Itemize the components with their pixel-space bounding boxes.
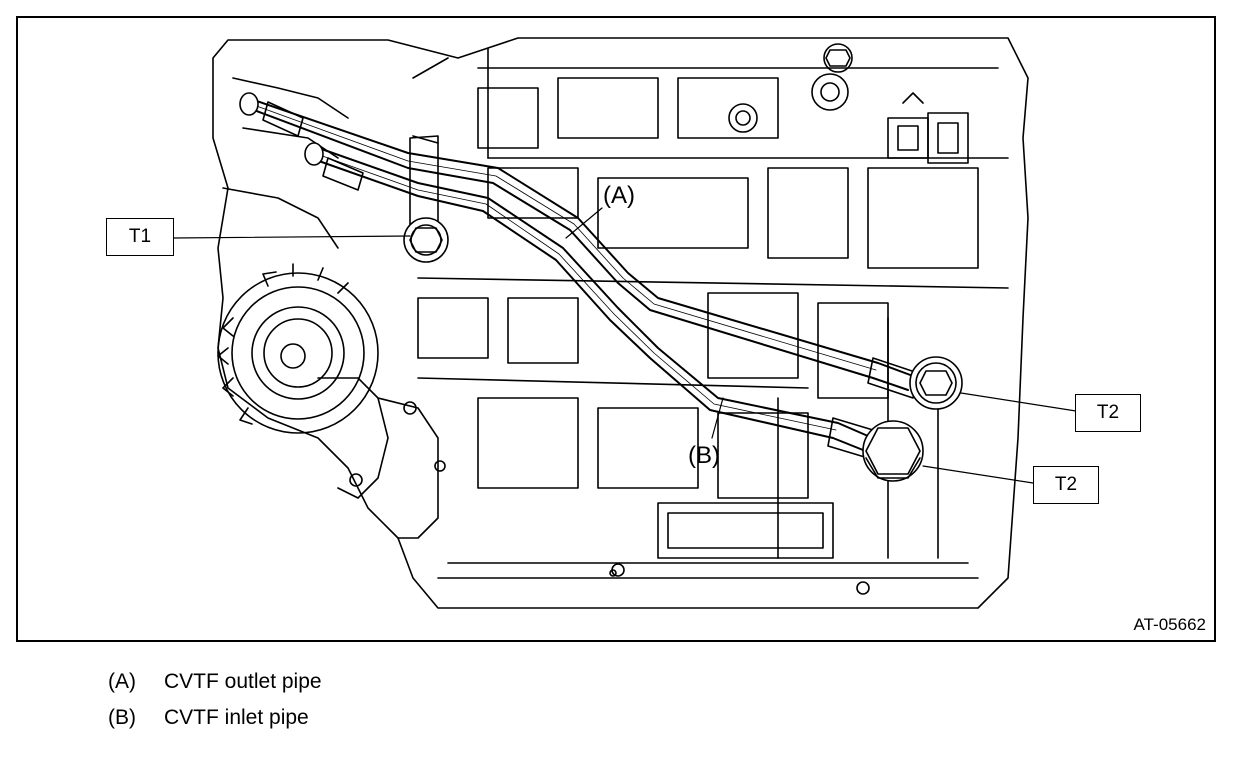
callout-t1: T1 — [106, 218, 174, 256]
legend-key: (A) — [108, 670, 136, 693]
transmission-line-drawing — [172, 37, 1077, 609]
cvtf-inlet-pipe — [304, 142, 874, 459]
legend-item-a: (A) CVTF outlet pipe — [108, 670, 322, 694]
upper-right-hardware — [728, 43, 969, 164]
callout-t2-lower: T2 — [1033, 466, 1099, 504]
label-pipe-a: (A) — [603, 182, 635, 209]
legend-text: CVTF outlet pipe — [164, 670, 322, 693]
diagram-frame: T1 T2 T2 (A) (B) AT-05662 — [16, 16, 1216, 642]
legend-item-b: (B) CVTF inlet pipe — [108, 706, 309, 730]
callout-t2-upper: T2 — [1075, 394, 1141, 432]
legend-text: CVTF inlet pipe — [164, 706, 309, 729]
label-pipe-b: (B) — [688, 442, 720, 469]
figure-id: AT-05662 — [1133, 615, 1206, 634]
bolt-t2-upper — [909, 356, 963, 410]
transmission-case — [212, 37, 1029, 609]
case-ribs — [417, 67, 1009, 595]
bolt-t1 — [403, 217, 449, 263]
bolt-t2-lower — [862, 420, 924, 482]
left-gear — [217, 263, 446, 539]
legend-key: (B) — [108, 706, 136, 729]
cvtf-outlet-pipe — [239, 92, 919, 399]
leader-lines — [172, 207, 1077, 484]
